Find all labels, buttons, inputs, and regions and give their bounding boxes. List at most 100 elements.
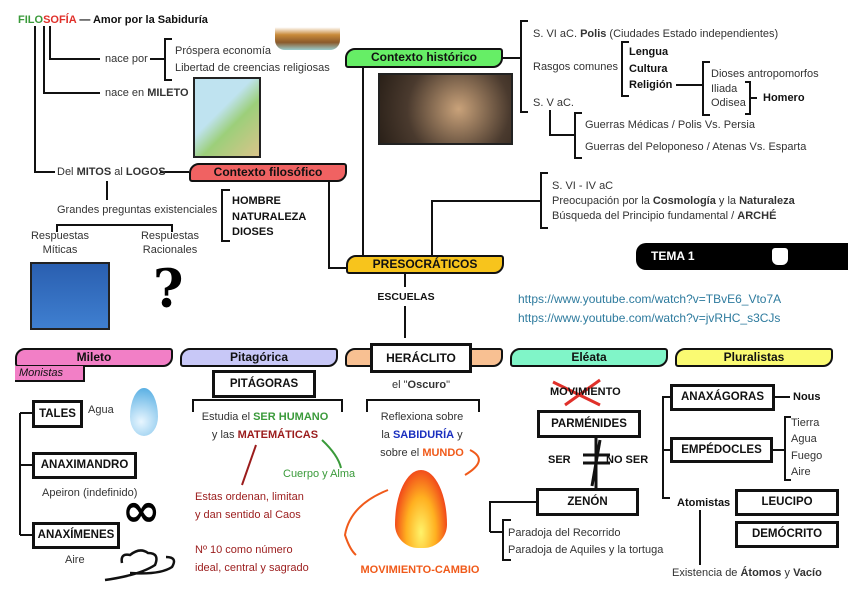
empedocles-box: EMPÉDOCLES — [670, 437, 773, 463]
rasgo: Religión — [629, 79, 673, 91]
reflexiona-line: Reflexiona sobre — [380, 411, 464, 423]
nace-por: nace por — [105, 53, 148, 65]
democrito-box: DEMÓCRITO — [735, 521, 839, 548]
period: S. VI - IV aC — [552, 180, 614, 192]
cuerpo-alma: Cuerpo y Alma — [283, 468, 356, 480]
presocraticos-header: PRESOCRÁTICOS — [346, 255, 504, 274]
parmenides-box: PARMÉNIDES — [537, 410, 641, 438]
wind-cloud-icon — [104, 549, 176, 582]
preoc: y la — [715, 195, 740, 207]
topic: HOMBRE — [232, 195, 281, 207]
anaximandro-box: ANAXIMANDRO — [32, 452, 137, 479]
tales-box: TALES — [32, 400, 83, 428]
pitagoras-box: PITÁGORAS — [212, 370, 316, 398]
q: " — [446, 379, 450, 391]
y-las: y las — [211, 429, 238, 441]
anaxagoras-box: ANAXÁGORAS — [670, 384, 775, 411]
poseidon-image — [30, 262, 110, 330]
vacio: Vacío — [793, 567, 822, 579]
racionales: Racionales — [142, 244, 198, 256]
al: al — [111, 166, 126, 178]
paradoja: Paradoja del Recorrido — [508, 527, 621, 539]
guerra: Guerras Médicas / Polis Vs. Persia — [585, 119, 755, 131]
leucipo-box: LEUCIPO — [735, 489, 839, 516]
numero-line: ideal, central y sagrado — [195, 562, 309, 574]
religion-item: Dioses antropomorfos — [711, 68, 819, 80]
mileto-header: Mileto — [15, 348, 173, 367]
rasgo: Cultura — [629, 62, 668, 75]
heraclito-box: HERÁCLITO — [370, 343, 472, 373]
respuestas: Respuestas — [30, 230, 90, 242]
anaximenes-box: ANAXÍMENES — [32, 522, 120, 549]
fire-icon — [395, 470, 447, 548]
ordenan-line: Estas ordenan, limitan — [195, 491, 304, 503]
oscuro-word: Oscuro — [407, 379, 447, 391]
polis-desc: (Ciudades Estado independientes) — [606, 28, 779, 40]
spartan-warrior-image — [378, 73, 513, 145]
question-mark-icon: ? — [153, 259, 184, 320]
element: Fuego — [791, 449, 823, 462]
nous: Nous — [793, 391, 821, 403]
water-drop-icon — [130, 388, 158, 436]
q: el " — [392, 379, 408, 391]
s6: S. VI aC. — [533, 28, 581, 40]
filo: FILO — [18, 14, 44, 26]
matematicas: MATEMÁTICAS — [237, 429, 319, 441]
element: Agua — [791, 433, 817, 446]
y: y — [454, 429, 463, 441]
numero-line: Nº 10 como número — [195, 544, 293, 556]
s5: S. V aC. — [533, 97, 574, 109]
busqueda: Búsqueda del Principio fundamental / — [552, 210, 738, 222]
definition: — Amor por la Sabiduría — [79, 14, 208, 26]
pitagorica-header: Pitagórica — [180, 348, 338, 367]
contexto-historico-header: Contexto histórico — [345, 48, 503, 68]
ser-humano: SER HUMANO — [253, 411, 329, 423]
mileto: MILETO — [147, 87, 189, 99]
guerra: Guerras del Peloponeso / Atenas Vs. Espa… — [585, 141, 807, 153]
tema-banner: TEMA 1 — [636, 243, 848, 270]
polis-line: S. VI aC. Polis (Ciudades Estado indepen… — [533, 27, 778, 41]
ser: SER — [548, 454, 571, 466]
monistas-label: Monistas — [15, 366, 85, 382]
agua: Agua — [88, 404, 114, 416]
mundo: MUNDO — [422, 447, 464, 459]
numero-text: Nº 10 como número ideal, central y sagrad… — [195, 541, 309, 577]
movimiento-cambio: MOVIMIENTO-CAMBIO — [360, 564, 480, 576]
aegean-map-image — [193, 77, 261, 158]
existencia-text: Existencia de — [672, 567, 741, 579]
rasgo: Lengua — [629, 46, 669, 58]
video-link[interactable]: https://www.youtube.com/watch?v=TBvE6_Vt… — [518, 292, 782, 306]
naturaleza: Naturaleza — [739, 195, 795, 207]
mitos-logos: Del MITOS al LOGOS — [57, 165, 166, 179]
existencia: Existencia de Átomos y Vacío — [672, 566, 822, 580]
ordenan-line: y dan sentido al Caos — [195, 509, 301, 521]
topic: DIOSES — [232, 226, 274, 238]
video-link[interactable]: https://www.youtube.com/watch?v=jvRHC_s3… — [518, 311, 781, 325]
element: Aire — [791, 465, 811, 478]
paradoja: Paradoja de Aquiles y la tortuga — [508, 544, 664, 556]
apeiron: Apeiron (indefinido) — [42, 487, 138, 499]
grandes-preguntas: Grandes preguntas existenciales — [57, 204, 218, 216]
atomistas: Atomistas — [677, 497, 731, 509]
greek-ship-image — [275, 12, 340, 50]
logos: LOGOS — [125, 166, 166, 178]
la: la — [381, 429, 393, 441]
sofia: SOFÍA — [43, 14, 77, 26]
ordenan-text: Estas ordenan, limitan y dan sentido al C… — [195, 488, 304, 524]
movimiento-crossed: MOVIMIENTO — [550, 386, 621, 398]
rasgos-comunes: Rasgos comunes — [533, 61, 618, 73]
religion-item: Iliada — [711, 82, 738, 95]
contexto-filosofico-header: Contexto filosófico — [189, 163, 347, 182]
miticas: Míticas — [42, 244, 78, 256]
infinity-icon: ∞ — [122, 483, 161, 537]
sabiduria: SABIDURÍA — [392, 429, 455, 441]
